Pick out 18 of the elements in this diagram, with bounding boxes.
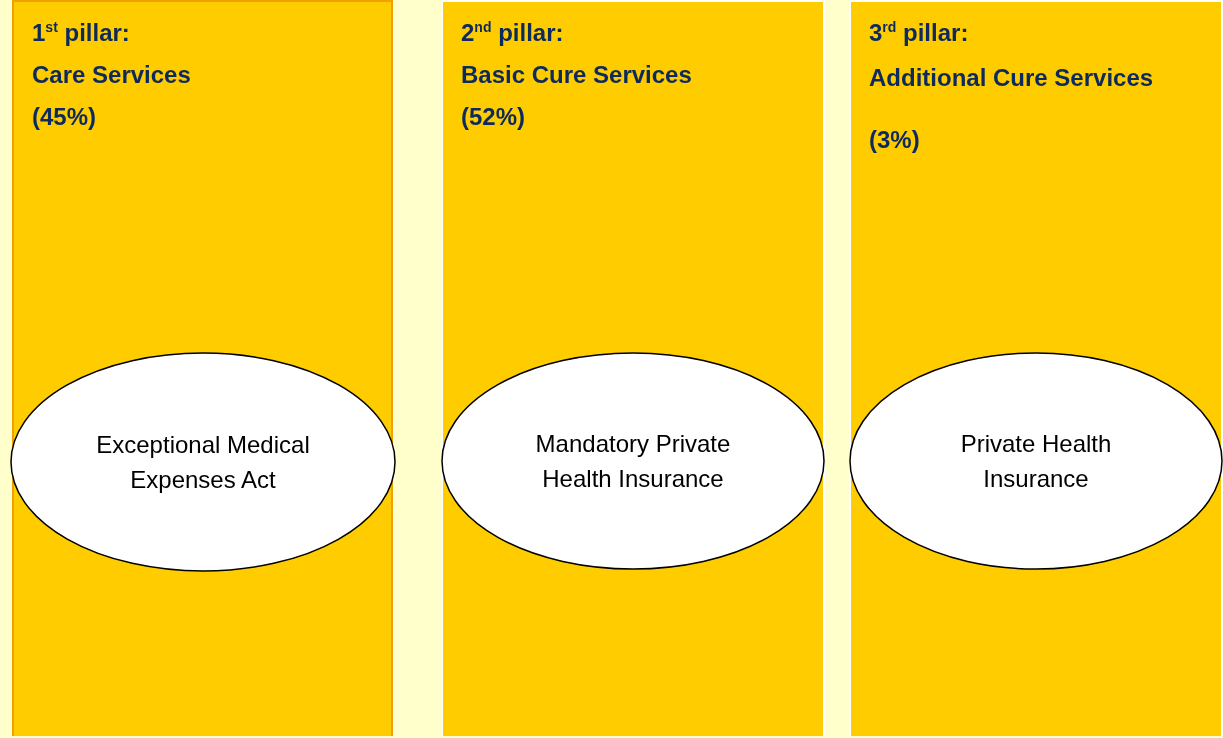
scheme-ellipse <box>10 352 396 572</box>
pillar-column <box>441 0 825 736</box>
percentage-label: (52%) <box>461 102 527 131</box>
scheme-name: Private Health Insurance <box>959 429 1113 494</box>
percentage-label: (3%) <box>869 125 921 154</box>
pillar-column <box>12 0 393 736</box>
percentage-label: (45%) <box>32 102 98 131</box>
pillar-title: Additional Cure Services <box>869 63 1155 93</box>
scheme-name: Exceptional Medical Expenses Act <box>95 430 311 495</box>
pillar-title: Care Services <box>32 60 192 89</box>
pillar-heading: 1$^{st}$ pillar: <box>32 18 131 47</box>
scheme-ellipse <box>441 352 825 570</box>
scheme-ellipse <box>849 352 1223 570</box>
pillar-heading: 2$^{nd}$ pillar: <box>461 18 565 47</box>
pillar-title: Basic Cure Services <box>461 60 693 89</box>
scheme-name: Mandatory Private Health Insurance <box>534 429 732 494</box>
pillar-heading: 3$^{rd}$ pillar: <box>869 18 970 47</box>
pillar-column <box>849 0 1223 736</box>
